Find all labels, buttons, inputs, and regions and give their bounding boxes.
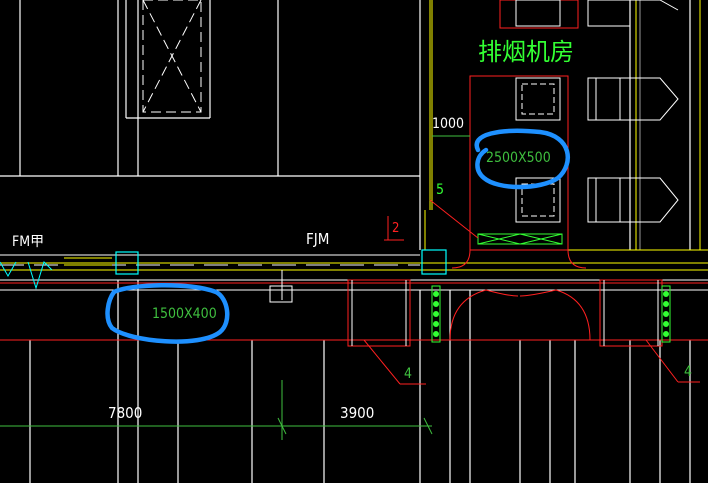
yellow-outlines bbox=[64, 0, 708, 266]
door-swing-left bbox=[0, 261, 53, 290]
wall-lines bbox=[0, 0, 691, 483]
fan-units bbox=[515, 0, 679, 223]
duct-size-branch: 1500X400 bbox=[152, 306, 217, 322]
callout-4a: 4 bbox=[404, 366, 412, 382]
highlight-branch-duct bbox=[105, 282, 230, 344]
duct-size-main: 2500X500 bbox=[486, 150, 551, 166]
callout-leaders bbox=[363, 199, 700, 385]
callout-4b: 4 bbox=[684, 364, 692, 380]
highlight-main-duct bbox=[474, 128, 571, 190]
dimension-lines bbox=[0, 135, 470, 440]
columns bbox=[115, 249, 447, 275]
door-tag-fmjia: FM甲 bbox=[12, 234, 44, 250]
dim-1000: 1000 bbox=[432, 116, 464, 132]
dim-3900: 3900 bbox=[340, 404, 374, 422]
shaft-cross bbox=[142, 0, 202, 113]
callout-5: 5 bbox=[436, 182, 444, 198]
green-dots bbox=[431, 285, 671, 343]
highlight-circles bbox=[105, 128, 571, 344]
room-label: 排烟机房 bbox=[478, 38, 574, 66]
corridor-lines bbox=[0, 254, 708, 341]
dim-7800: 7800 bbox=[108, 404, 142, 422]
door-openings bbox=[347, 279, 663, 347]
door-frames bbox=[351, 280, 659, 346]
fire-damper-hatch bbox=[477, 233, 563, 245]
door-tag-fjm: FJM bbox=[306, 230, 329, 248]
callout-2: 2 bbox=[392, 221, 399, 236]
small-marker bbox=[269, 270, 293, 303]
